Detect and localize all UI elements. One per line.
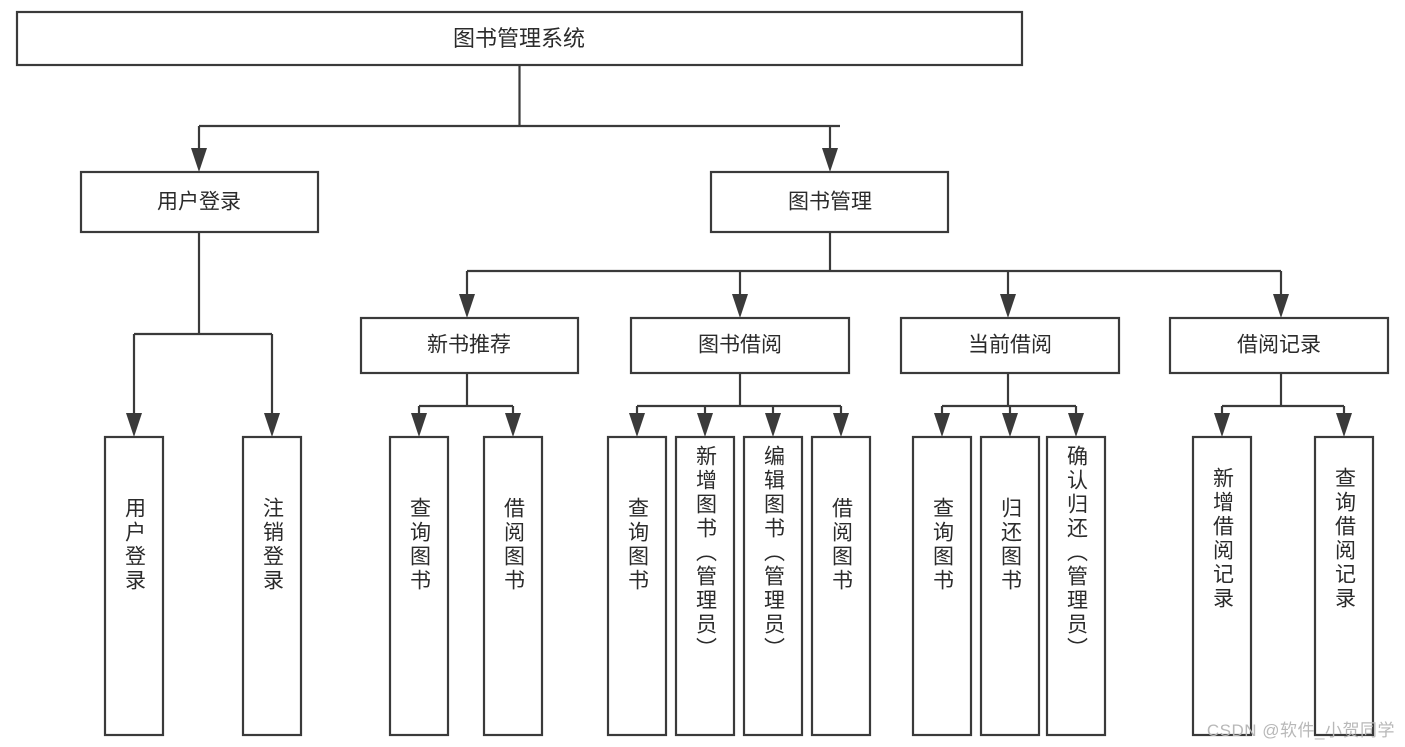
leaf-boxes-current-borrow — [911, 435, 1107, 737]
arrow-to-borrow-record — [1273, 294, 1289, 318]
node-user-login[interactable]: 用户登录 — [79, 170, 320, 234]
leaf-box-book-borrow-3[interactable] — [810, 435, 872, 737]
node-user-login-label: 用户登录 — [157, 191, 241, 214]
connectors-borrow-record-to-leaves — [1214, 373, 1352, 437]
node-current-borrow-box[interactable] — [899, 316, 1121, 375]
leaf-boxes-new-book — [388, 435, 544, 737]
arrow-leaf-current-borrow-0 — [934, 413, 950, 437]
connectors-user-login-to-leaves — [126, 232, 280, 437]
connectors-book-borrow-to-leaves — [629, 373, 849, 437]
leaf-box-book-borrow-1[interactable] — [674, 435, 736, 737]
arrow-leaf-user-login-0 — [126, 413, 142, 437]
leaf-box-current-borrow-0[interactable] — [911, 435, 973, 737]
arrow-leaf-book-borrow-0 — [629, 413, 645, 437]
arrow-to-new-book — [459, 294, 475, 318]
csdn-watermark: CSDN @软件_小贺同学 — [1206, 721, 1395, 740]
node-root[interactable]: 图书管理系统 — [15, 10, 1024, 67]
node-book-borrow-box[interactable] — [629, 316, 851, 375]
node-book-borrow[interactable]: 图书借阅 — [629, 316, 851, 375]
node-new-book-recommend-box[interactable] — [359, 316, 580, 375]
arrow-leaf-new-book-1 — [505, 413, 521, 437]
node-new-book-recommend[interactable]: 新书推荐 — [359, 316, 580, 375]
arrow-leaf-user-login-1 — [264, 413, 280, 437]
connectors-root-to-level2 — [191, 65, 840, 172]
leaf-boxes-borrow-record — [1191, 435, 1375, 737]
arrow-leaf-book-borrow-2 — [765, 413, 781, 437]
connectors-new-book-to-leaves — [411, 373, 521, 437]
leaf-box-user-login-0[interactable] — [103, 435, 165, 737]
arrow-leaf-current-borrow-1 — [1002, 413, 1018, 437]
node-borrow-record[interactable]: 借阅记录 — [1168, 316, 1390, 375]
arrow-leaf-book-borrow-1 — [697, 413, 713, 437]
arrow-to-current-borrow — [1000, 294, 1016, 318]
leaf-box-borrow-record-1[interactable] — [1313, 435, 1375, 737]
arrow-to-book-mgmt — [822, 148, 838, 172]
leaf-boxes-user-login — [103, 435, 303, 737]
leaf-boxes-book-borrow — [606, 435, 872, 737]
node-book-management[interactable]: 图书管理 — [709, 170, 950, 234]
node-borrow-record-box[interactable] — [1168, 316, 1390, 375]
node-book-management-box[interactable] — [709, 170, 950, 234]
node-current-borrow[interactable]: 当前借阅 — [899, 316, 1121, 375]
arrow-leaf-current-borrow-2 — [1068, 413, 1084, 437]
leaf-box-current-borrow-2[interactable] — [1045, 435, 1107, 737]
node-book-management-label: 图书管理 — [788, 191, 872, 214]
node-user-login-box[interactable] — [79, 170, 320, 234]
connectors-current-borrow-to-leaves — [934, 373, 1084, 437]
arrow-leaf-new-book-0 — [411, 413, 427, 437]
leaf-box-current-borrow-1[interactable] — [979, 435, 1041, 737]
arrow-to-user-login — [191, 148, 207, 172]
node-root-box[interactable] — [15, 10, 1024, 67]
node-borrow-record-label: 借阅记录 — [1237, 334, 1321, 357]
arrow-leaf-borrow-record-0 — [1214, 413, 1230, 437]
leaf-box-new-book-1[interactable] — [482, 435, 544, 737]
node-current-borrow-label: 当前借阅 — [968, 334, 1052, 357]
arrow-leaf-borrow-record-1 — [1336, 413, 1352, 437]
node-root-label: 图书管理系统 — [453, 26, 585, 51]
node-book-borrow-label: 图书借阅 — [698, 334, 782, 357]
leaf-box-new-book-0[interactable] — [388, 435, 450, 737]
leaf-box-borrow-record-0[interactable] — [1191, 435, 1253, 737]
arrow-to-book-borrow — [732, 294, 748, 318]
leaf-box-user-login-1[interactable] — [241, 435, 303, 737]
leaf-box-book-borrow-0[interactable] — [606, 435, 668, 737]
arrow-leaf-book-borrow-3 — [833, 413, 849, 437]
connectors-book-mgmt-to-level3 — [459, 232, 1289, 318]
node-new-book-recommend-label: 新书推荐 — [427, 334, 511, 357]
leaf-box-book-borrow-2[interactable] — [742, 435, 804, 737]
